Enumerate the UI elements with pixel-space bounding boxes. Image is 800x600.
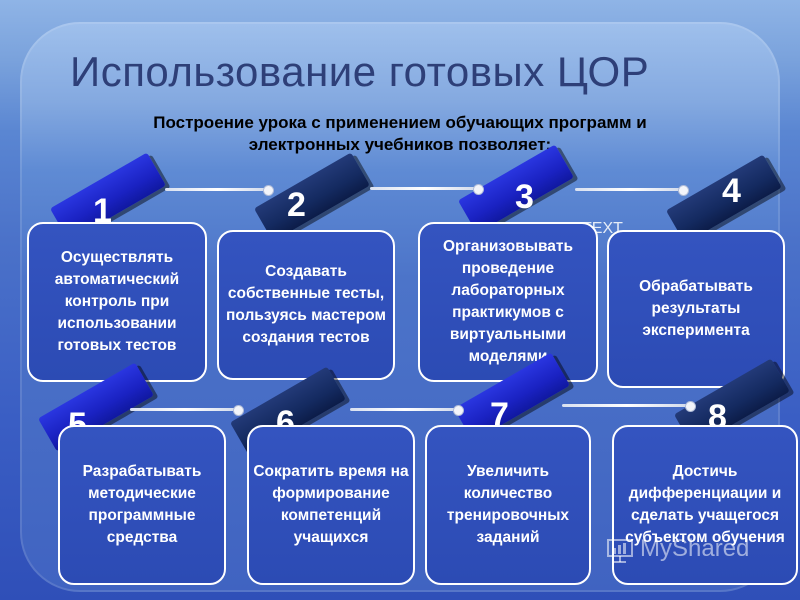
connector-7-8 — [562, 404, 692, 407]
card-text-5: Разрабатывать методические программные с… — [60, 461, 224, 549]
card-number-4: 4 — [722, 172, 741, 211]
slide-title: Использование готовых ЦОР — [70, 48, 649, 96]
presentation-icon — [606, 538, 634, 564]
connector-3-4 — [575, 188, 685, 191]
slide-subtitle: Построение урока с применением обучающих… — [60, 112, 740, 156]
card-text-2: Создавать собственные тесты, пользуясь м… — [219, 261, 393, 349]
watermark: MyShared — [640, 535, 749, 563]
card-6: Сократить время на формирование компетен… — [247, 425, 415, 585]
card-1: Осуществлять автоматический контроль при… — [27, 222, 207, 382]
card-text-6: Сократить время на формирование компетен… — [249, 461, 413, 549]
card-7: Увеличить количество тренировочных задан… — [425, 425, 591, 585]
card-text-4: Обрабатывать результаты эксперимента — [609, 276, 783, 342]
connector-2-3 — [370, 187, 480, 190]
card-4: Обрабатывать результаты эксперимента — [607, 230, 785, 388]
card-number-3: 3 — [515, 178, 534, 217]
card-5: Разрабатывать методические программные с… — [58, 425, 226, 585]
connector-6-7 — [350, 408, 460, 411]
card-text-1: Осуществлять автоматический контроль при… — [29, 247, 205, 357]
card-3: Организовывать проведение лабораторных п… — [418, 222, 598, 382]
card-number-2: 2 — [287, 186, 306, 225]
card-text-3: Организовывать проведение лабораторных п… — [420, 236, 596, 368]
connector-1-2 — [165, 188, 270, 191]
connector-5-6 — [130, 408, 240, 411]
subtitle-line-1: Построение урока с применением обучающих… — [60, 112, 740, 134]
card-text-7: Увеличить количество тренировочных задан… — [427, 461, 589, 549]
subtitle-line-2: электронных учебников позволяет: — [60, 134, 740, 156]
card-2: Создавать собственные тесты, пользуясь м… — [217, 230, 395, 380]
